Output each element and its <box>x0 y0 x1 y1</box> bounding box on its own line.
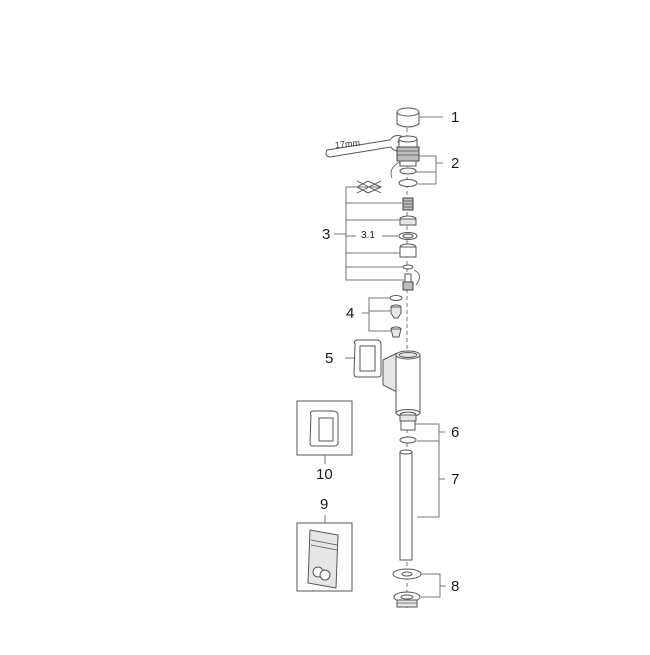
leader-3-bracket <box>345 186 404 281</box>
callout-8: 8 <box>451 578 460 595</box>
callout-7: 7 <box>451 471 460 488</box>
nut-part <box>399 411 417 444</box>
leader-7-bracket <box>417 440 440 518</box>
rosette-part <box>392 568 422 608</box>
callout-6: 6 <box>451 424 460 441</box>
replacement-plate-box <box>296 400 353 464</box>
accessory-bag-box <box>296 515 353 592</box>
callout-5: 5 <box>325 350 334 367</box>
callout-4: 4 <box>346 305 355 322</box>
callout-9: 9 <box>320 496 329 513</box>
flush-pipe-part <box>399 449 413 561</box>
wall-plate-part <box>345 339 382 378</box>
callout-1: 1 <box>451 109 460 126</box>
callout-3: 3 <box>322 226 331 243</box>
leader-4-bracket <box>368 297 391 332</box>
callout-10: 10 <box>316 466 333 483</box>
valve-body-part <box>382 350 421 417</box>
callout-3-1: 3.1 <box>361 230 375 241</box>
leader-2a <box>418 155 437 185</box>
leader-6-bracket <box>415 423 440 442</box>
seal-set-part <box>389 295 403 338</box>
callout-2: 2 <box>451 155 460 172</box>
headpart-part <box>390 135 420 187</box>
cartridge-set-part <box>398 197 420 291</box>
leader-8-bracket <box>421 573 441 598</box>
cap-part <box>396 107 420 128</box>
